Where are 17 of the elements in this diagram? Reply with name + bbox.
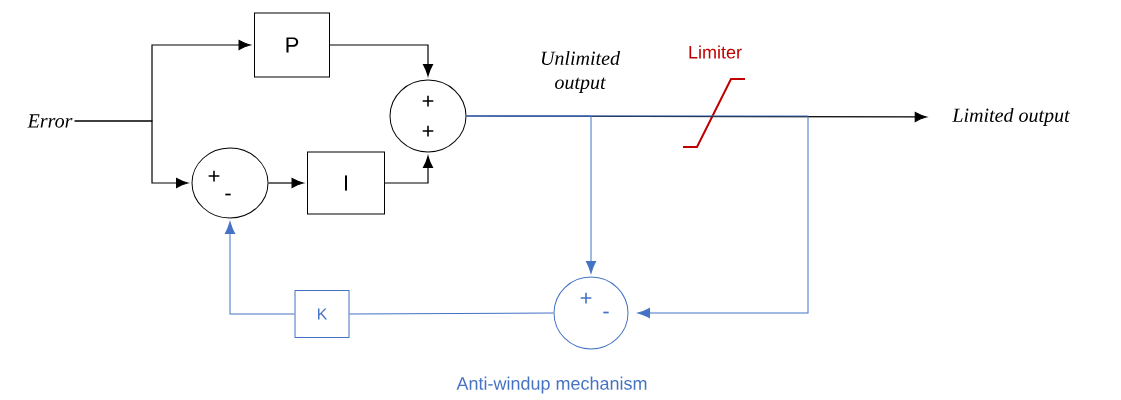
- summing-junction: + -: [553, 276, 629, 350]
- block-label: Limiter: [689, 45, 742, 59]
- summing-junction: + -: [191, 147, 269, 219]
- signal-label: Unlimited output: [541, 50, 621, 94]
- arrow: [384, 155, 434, 184]
- block-box: P: [254, 12, 330, 78]
- arrow: [224, 221, 295, 315]
- summing-junction: + +: [389, 79, 467, 153]
- signal-label: Limited output: [952, 107, 1071, 127]
- arrow: [466, 115, 809, 319]
- block-box: I: [307, 151, 385, 215]
- arrow: [329, 44, 434, 77]
- arrow: [267, 178, 304, 189]
- arrow: [74, 120, 189, 189]
- caption: Anti-windup mechanism: [456, 376, 647, 394]
- block-box: K: [294, 290, 350, 338]
- signal-label: Error: [27, 114, 73, 128]
